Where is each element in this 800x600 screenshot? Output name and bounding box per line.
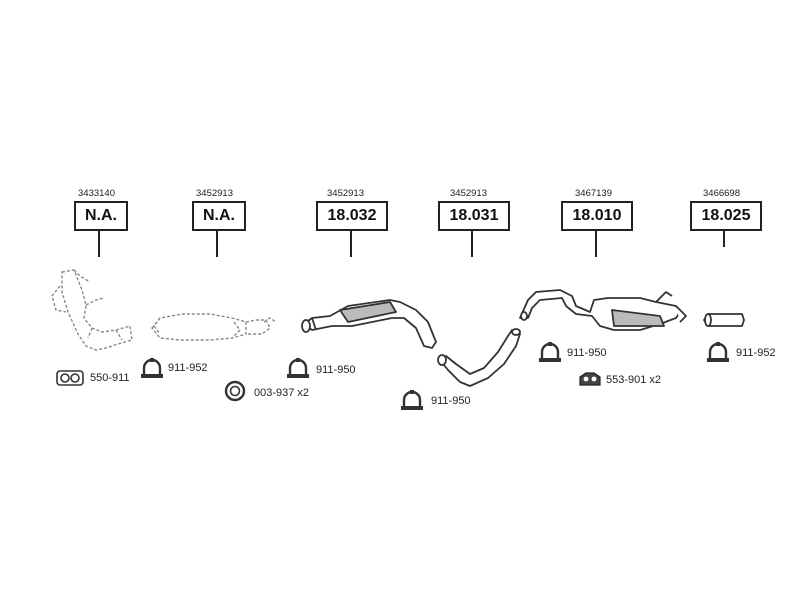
accessory-part-number: 003-937 x2 [254, 387, 310, 399]
part-reference-number: 3467139 [575, 188, 612, 199]
part-number-box[interactable]: 18.032 [316, 201, 388, 231]
leader-line [98, 231, 100, 257]
pipe-clamp-icon [287, 358, 309, 378]
accessory-part-number: 911-952 [168, 362, 208, 374]
pipe-clamp-icon [707, 342, 729, 362]
accessory-part-number: 553-901 x2 [606, 374, 662, 386]
part-number-box[interactable]: N.A. [192, 201, 246, 231]
accessory-part-number: 911-952 [736, 347, 776, 359]
catalyst-outline-dashed [151, 313, 277, 341]
accessory-part-number: 550-911 [90, 372, 130, 384]
sealing-ring-icon [224, 380, 246, 402]
gasket-ring-pair-icon [56, 370, 84, 386]
leader-line [350, 231, 352, 257]
part-number-box[interactable]: N.A. [74, 201, 128, 231]
leader-line [471, 231, 473, 257]
rubber-mount-icon [579, 372, 601, 386]
part-reference-number: 3452913 [450, 188, 487, 199]
part-reference-number: 3433140 [78, 188, 115, 199]
part-reference-number: 3452913 [327, 188, 364, 199]
pipe-clamp-icon [141, 358, 163, 378]
leader-line [216, 231, 218, 257]
part-number-box[interactable]: 18.031 [438, 201, 510, 231]
manifold-outline-dashed [51, 269, 133, 351]
part-reference-number: 3466698 [703, 188, 740, 199]
middle-silencer-pipe [301, 299, 437, 349]
part-reference-number: 3452913 [196, 188, 233, 199]
accessory-part-number: 911-950 [316, 364, 356, 376]
tail-pipe [702, 313, 745, 327]
accessory-part-number: 911-950 [567, 347, 607, 359]
leader-line [595, 231, 597, 257]
rear-silencer [519, 289, 687, 331]
part-number-box[interactable]: 18.025 [690, 201, 762, 231]
pipe-clamp-icon [539, 342, 561, 362]
accessory-part-number: 911-950 [431, 395, 471, 407]
pipe-clamp-icon [401, 390, 423, 410]
part-number-box[interactable]: 18.010 [561, 201, 633, 231]
intermediate-pipe [437, 328, 521, 387]
leader-line [723, 231, 725, 247]
